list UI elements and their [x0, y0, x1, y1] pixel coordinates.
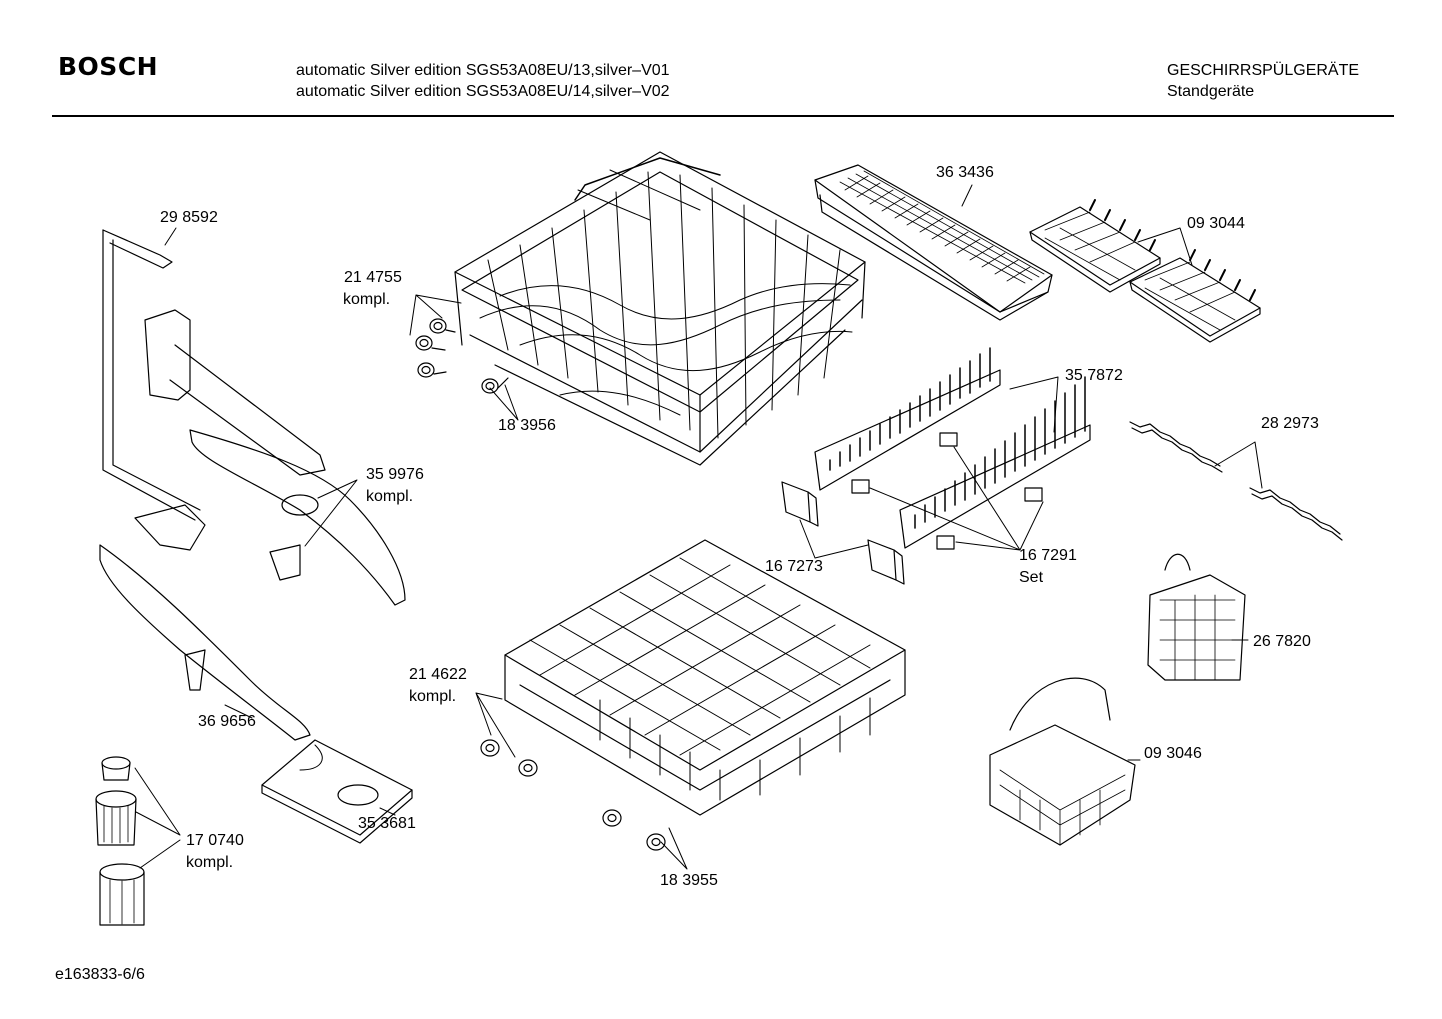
filter-set-drawing	[96, 757, 144, 925]
leader-lines	[135, 185, 1262, 869]
part-note-214755: kompl.	[343, 291, 391, 308]
micro-filter-drawing	[262, 740, 412, 843]
part-number-267820: 26 7820	[1253, 633, 1311, 650]
part-number-214622: 21 4622	[409, 666, 467, 683]
part-number-282973: 28 2973	[1261, 415, 1319, 432]
model-line-2: automatic Silver edition SGS53A08EU/14,s…	[296, 83, 670, 100]
appliance-category: GESCHIRRSPÜLGERÄTE Standgeräte	[1167, 60, 1359, 102]
spray-arm-supply-pipe-drawing	[103, 230, 325, 550]
part-number-359976: 35 9976	[366, 466, 424, 483]
part-number-369656: 36 9656	[198, 713, 256, 730]
header-divider	[52, 115, 1394, 117]
part-number-170740: 17 0740	[186, 832, 244, 849]
model-description: automatic Silver edition SGS53A08EU/13,s…	[296, 60, 670, 102]
part-number-214755: 21 4755	[344, 269, 402, 286]
part-number-363436: 36 3436	[936, 164, 994, 181]
brand-logo: BOSCH	[58, 52, 159, 81]
upper-basket-drawing	[455, 152, 865, 465]
lower-basket-roller-drawing	[481, 740, 665, 850]
part-number-183956: 18 3956	[498, 417, 556, 434]
cup-rack-drawing	[1130, 422, 1342, 540]
small-tray-pair-drawing	[1030, 200, 1260, 342]
model-line-1: automatic Silver edition SGS53A08EU/13,s…	[296, 62, 670, 79]
cutlery-basket-large-drawing	[990, 678, 1135, 845]
cutlery-basket-small-drawing	[1148, 554, 1245, 680]
cutlery-tray-drawing	[815, 165, 1052, 320]
part-number-353681: 35 3681	[358, 815, 416, 832]
part-number-093046: 09 3046	[1144, 745, 1202, 762]
folding-tine-rows-drawing	[815, 348, 1090, 548]
subcategory-label: Standgeräte	[1167, 83, 1255, 100]
clip-set-drawing	[852, 433, 1042, 549]
diagram-code: e163833-6/6	[55, 966, 145, 983]
hinge-clip-drawing	[782, 482, 904, 584]
part-number-167273: 16 7273	[765, 558, 823, 575]
part-note-170740: kompl.	[186, 854, 234, 871]
part-number-183955: 18 3955	[660, 872, 718, 889]
part-number-357872: 35 7872	[1065, 367, 1123, 384]
lower-basket-drawing	[505, 540, 905, 815]
lower-spray-arm-drawing	[100, 545, 310, 740]
part-note-167291: Set	[1019, 569, 1044, 586]
part-note-214622: kompl.	[409, 688, 457, 705]
part-number-167291: 16 7291	[1019, 547, 1077, 564]
upper-spray-arm-drawing	[190, 430, 405, 605]
category-label: GESCHIRRSPÜLGERÄTE	[1167, 62, 1360, 79]
part-note-359976: kompl.	[366, 488, 414, 505]
upper-basket-roller-drawing	[416, 319, 508, 393]
part-number-093044: 09 3044	[1187, 215, 1245, 232]
part-number-298592: 29 8592	[160, 209, 218, 226]
